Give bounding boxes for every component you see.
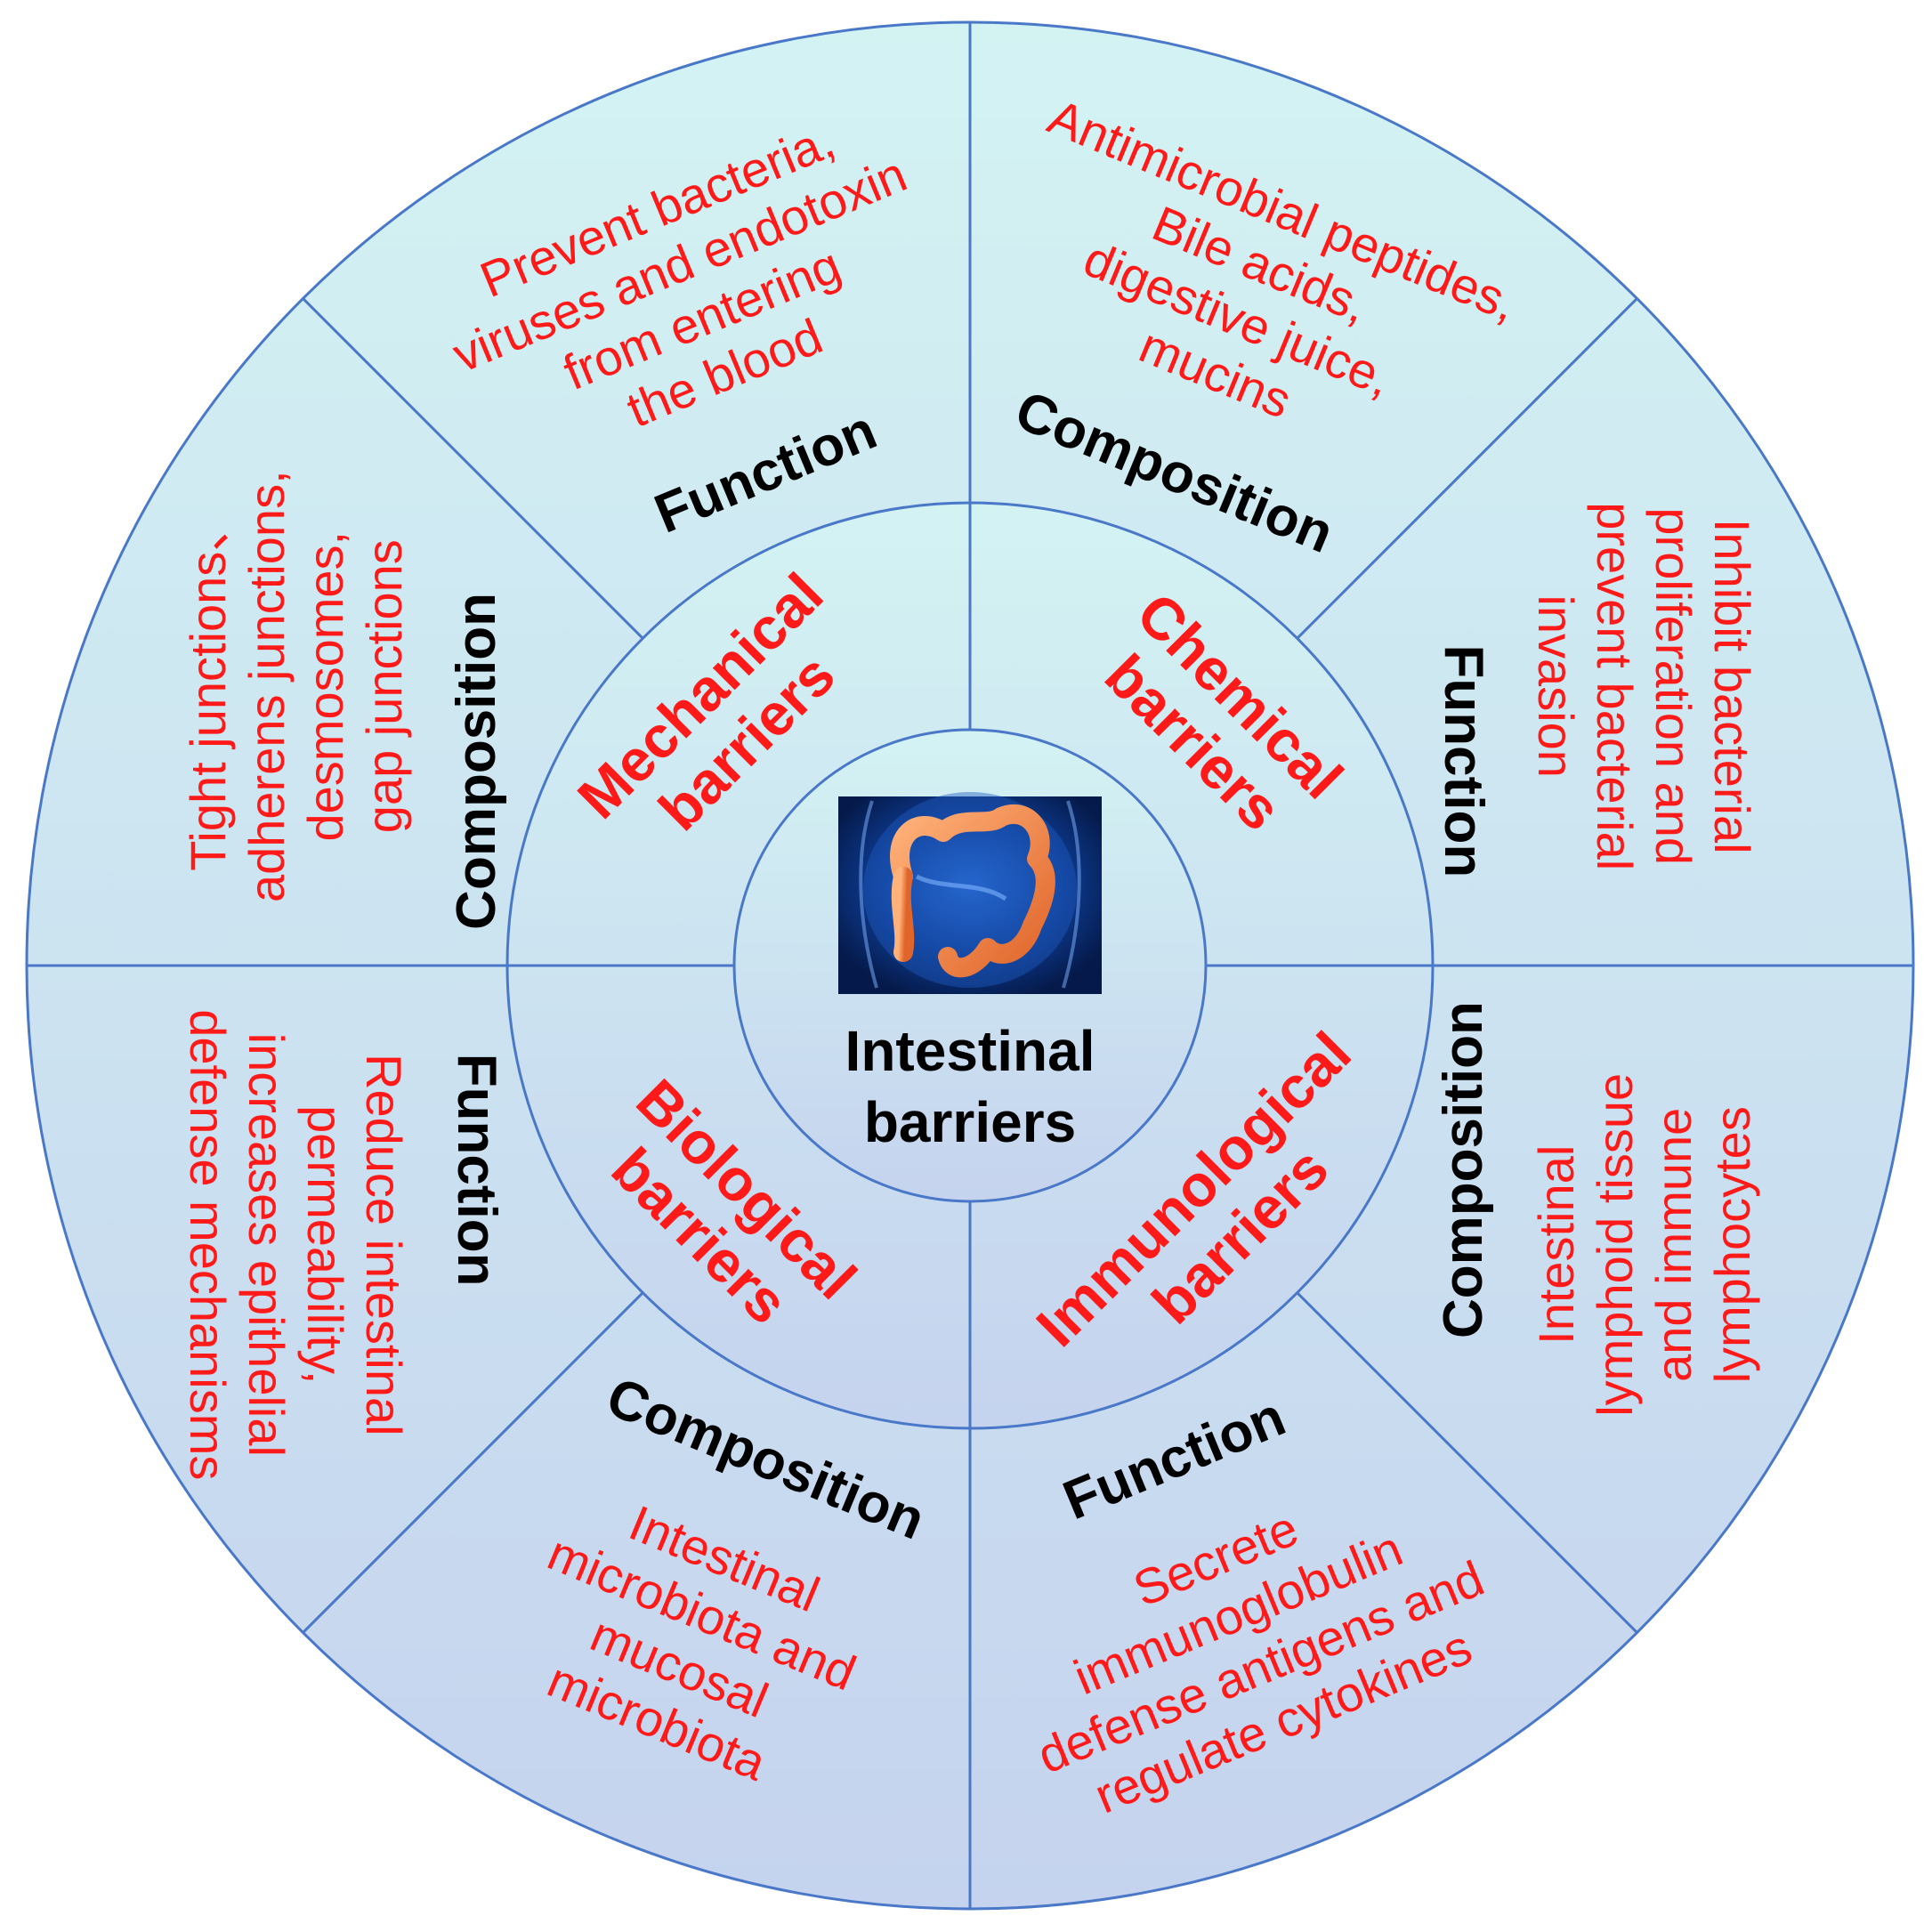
sector-label-mechanical-composition-line-1: Composition <box>446 593 507 930</box>
sector-text-mechanical-composition-line-2: adherens junctions, <box>238 470 295 902</box>
sector-text-biological-function-line-4: defense mechanisms <box>180 1009 236 1480</box>
sector-text-immunological-composition-line-4: lymphocytes <box>1704 1106 1760 1383</box>
sector-text-mechanical-composition-line-4: gap junctions <box>356 539 412 833</box>
outer-divider-line <box>302 297 644 640</box>
sector-label-biological-function-line-1: Function <box>446 1054 507 1287</box>
sector-text-biological-function-group: Reduce intestinalpermeability,increases … <box>180 1009 412 1480</box>
sector-label-biological-function-group: Function <box>446 1054 507 1287</box>
sector-text-chemical-function-line-4: invasion <box>1528 594 1584 777</box>
sector-text-chemical-function-line-2: proliferation and <box>1645 507 1702 865</box>
sector-text-chemical-function-line-1: Inhibit bacterial <box>1704 519 1760 854</box>
sector-text-mechanical-function-group: Prevent bacteria,viruses and endotoxinfr… <box>445 112 914 438</box>
sector-text-biological-function-line-3: increases epithelial <box>238 1033 295 1457</box>
sector-text-immunological-composition-line-3: and immune <box>1645 1108 1702 1382</box>
sector-label-immunological-composition-line-1: Composition <box>1433 1001 1494 1338</box>
sector-label-immunological-composition-group: Composition <box>1433 1001 1494 1338</box>
divider-lines <box>27 22 1913 1909</box>
intestine-illustration-icon <box>838 792 1102 994</box>
sector-label-chemical-function-group: Function <box>1433 645 1494 878</box>
sector-text-biological-function-line-1: Reduce intestinal <box>356 1054 412 1436</box>
center-title-line-1: Intestinal <box>845 1019 1095 1083</box>
sector-label-chemical-function-line-1: Function <box>1433 645 1494 878</box>
center-title-line-2: barriers <box>864 1090 1076 1154</box>
outer-divider-line <box>302 1291 644 1634</box>
sector-text-chemical-function-line-3: prevent bacterial <box>1587 502 1643 870</box>
sector-text-biological-function-line-2: permeability, <box>297 1105 353 1384</box>
sector-text-immunological-composition-line-2: lymphoid tissue <box>1587 1073 1643 1417</box>
sector-label-mechanical-composition-group: Composition <box>446 593 507 930</box>
sector-text-mechanical-composition-line-3: desmosomes, <box>297 531 353 842</box>
outer-divider-line <box>1296 1291 1638 1634</box>
sector-text-mechanical-composition-line-1: Tight junctions、 <box>180 502 236 871</box>
sector-text-immunological-composition-line-1: Intestinal <box>1528 1145 1584 1345</box>
outer-divider-line <box>1296 297 1638 640</box>
sector-text-mechanical-composition-group: Tight junctions、adherens junctions,desmo… <box>180 470 412 902</box>
